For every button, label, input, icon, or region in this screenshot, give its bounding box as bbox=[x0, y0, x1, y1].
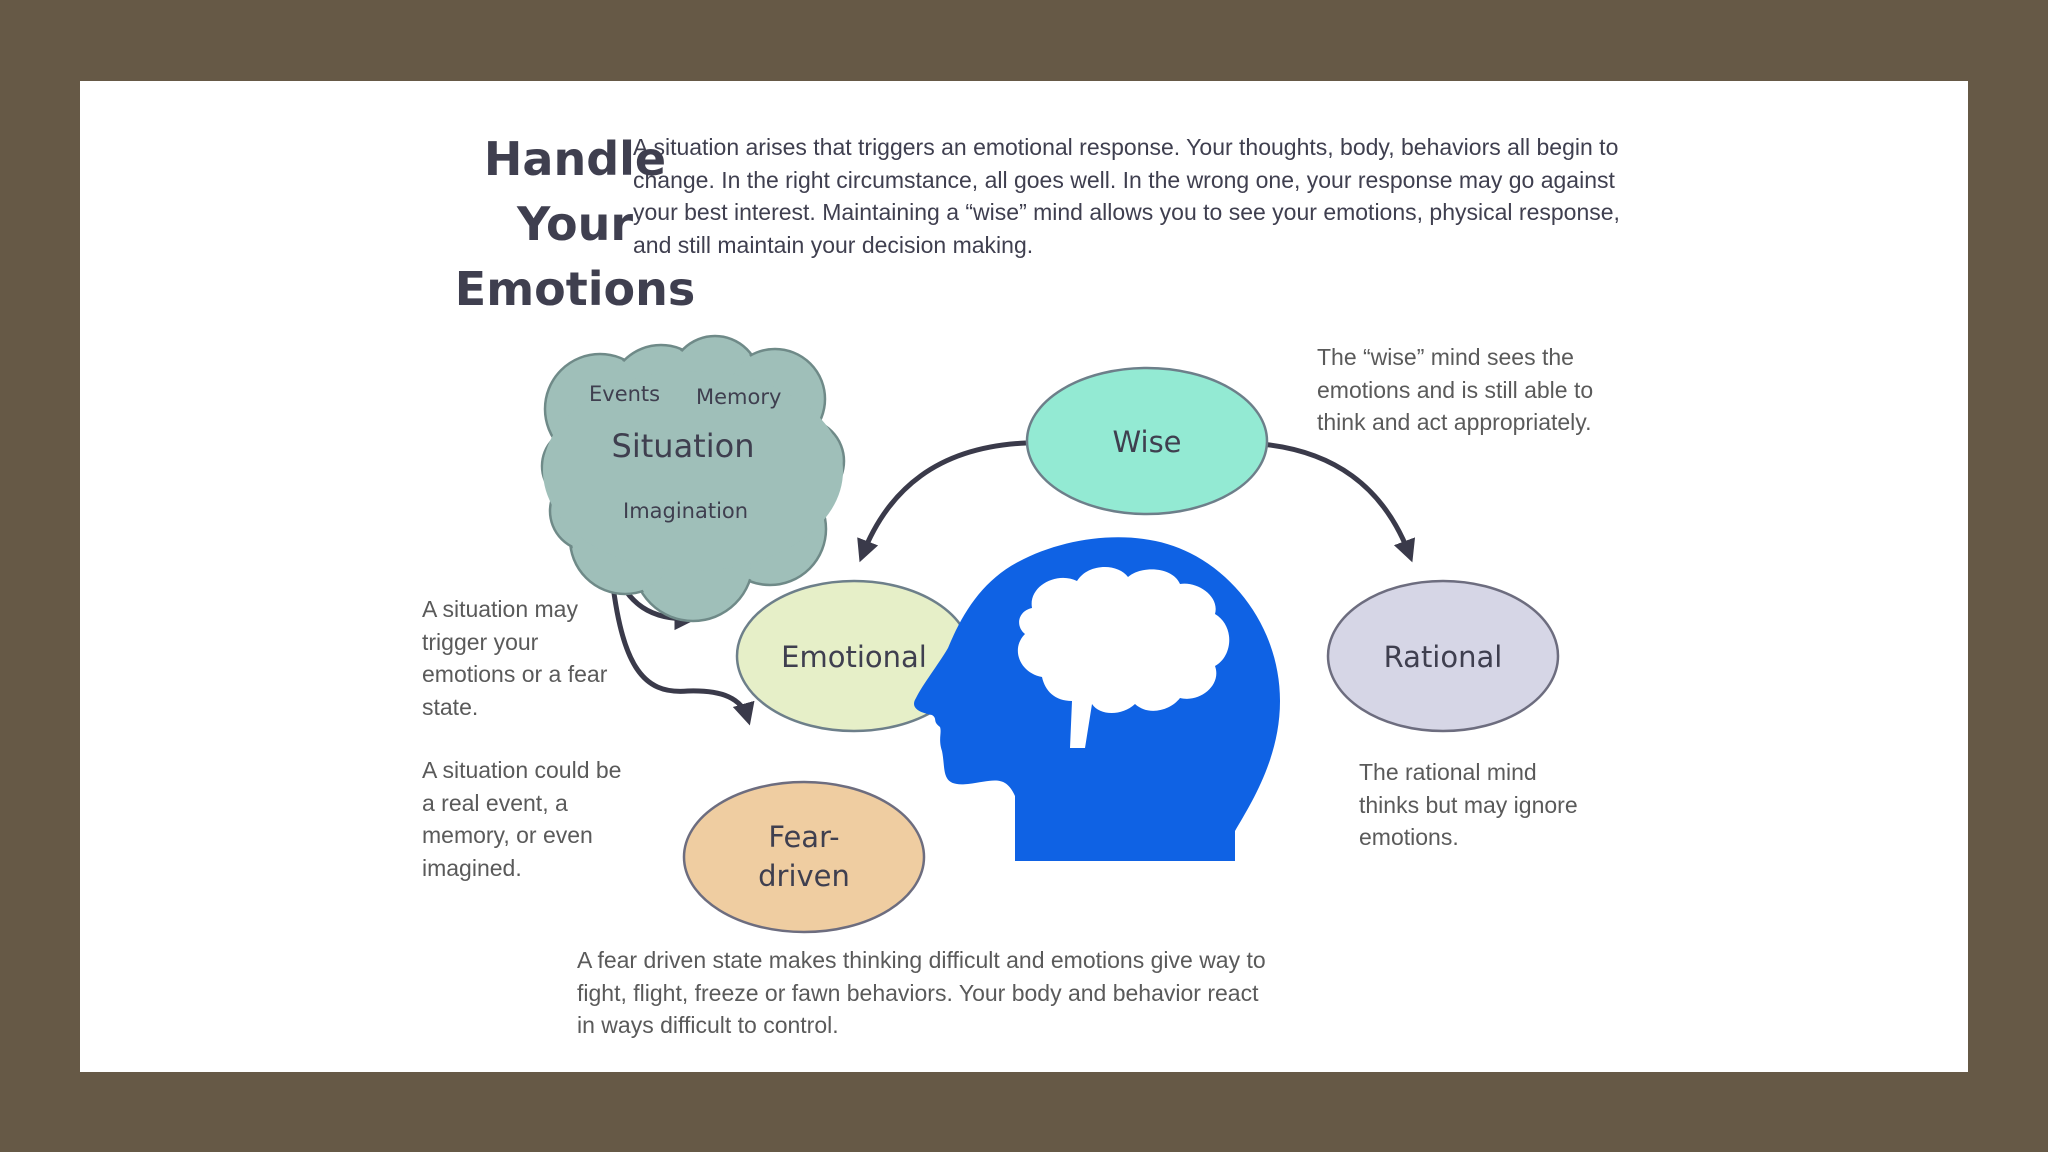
imagination-label: Imagination bbox=[623, 499, 748, 523]
situation-label: Situation bbox=[612, 427, 755, 465]
events-label: Events bbox=[589, 382, 660, 406]
fear-driven-node bbox=[682, 780, 926, 934]
title-line: Emotions bbox=[454, 262, 696, 316]
rational-node bbox=[1326, 579, 1560, 733]
arrow-situation-to-fear bbox=[607, 558, 755, 726]
emotions-diagram: Events Memory Situation Imagination Wise… bbox=[540, 334, 1560, 934]
title-line: Handle bbox=[483, 132, 667, 186]
wise-note: The “wise” mind sees the emotions and is… bbox=[1317, 344, 1594, 435]
wise-label: Wise bbox=[1112, 425, 1181, 459]
arrow-wise-to-emotional bbox=[857, 440, 1027, 563]
situation-trigger-note: A situation may trigger your emotions or… bbox=[422, 596, 608, 720]
wise-node bbox=[1025, 366, 1269, 516]
arrow-wise-to-rational bbox=[1246, 440, 1416, 563]
fear-note: A fear driven state makes thinking diffi… bbox=[577, 947, 1266, 1038]
memory-label: Memory bbox=[696, 385, 781, 409]
fear-label-line2: driven bbox=[758, 859, 850, 893]
slide: Handle Your Emotions A situation arises … bbox=[80, 81, 1968, 1072]
emotional-label: Emotional bbox=[781, 640, 927, 674]
fear-label-line1: Fear- bbox=[768, 820, 839, 854]
rational-note: The rational mind thinks but may ignore … bbox=[1359, 759, 1578, 850]
page-title: Handle Your Emotions bbox=[445, 127, 705, 322]
title-line: Your bbox=[516, 197, 634, 251]
rational-label: Rational bbox=[1384, 640, 1503, 674]
intro-paragraph: A situation arises that triggers an emot… bbox=[633, 134, 1620, 258]
situation-kind-note: A situation could be a real event, a mem… bbox=[422, 757, 622, 881]
situation-cloud-fill bbox=[543, 338, 843, 619]
head-brain-icon bbox=[914, 537, 1280, 861]
